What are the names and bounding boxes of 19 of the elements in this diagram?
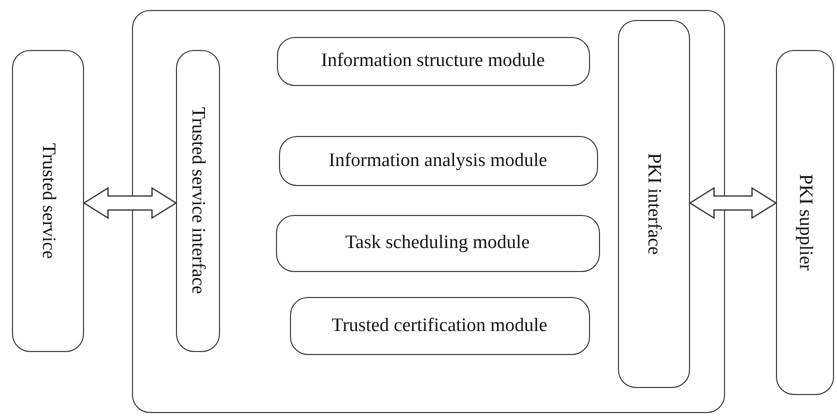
box-label: Information analysis module — [328, 150, 548, 172]
box-label: Trusted service — [37, 143, 59, 259]
vertical-rounded-box — [12, 50, 84, 352]
double-block-arrow — [688, 186, 778, 220]
vertical-rounded-box — [176, 50, 220, 352]
rounded-box — [290, 296, 590, 354]
double-block-arrow — [82, 186, 178, 220]
rounded-box — [276, 214, 600, 272]
box-label: Task scheduling module — [345, 232, 530, 254]
box-label: PKI supplier — [794, 174, 816, 271]
rounded-box — [278, 136, 598, 186]
vertical-rounded-box — [618, 20, 690, 388]
box-label: Information structure module — [321, 50, 545, 72]
vertical-rounded-box — [776, 50, 834, 395]
box-label: PKI interface — [642, 152, 664, 254]
box-label: Trusted certification module — [332, 314, 548, 336]
box-label: Trusted service interface — [186, 106, 208, 294]
rounded-box — [276, 36, 590, 86]
container-box — [132, 10, 725, 413]
